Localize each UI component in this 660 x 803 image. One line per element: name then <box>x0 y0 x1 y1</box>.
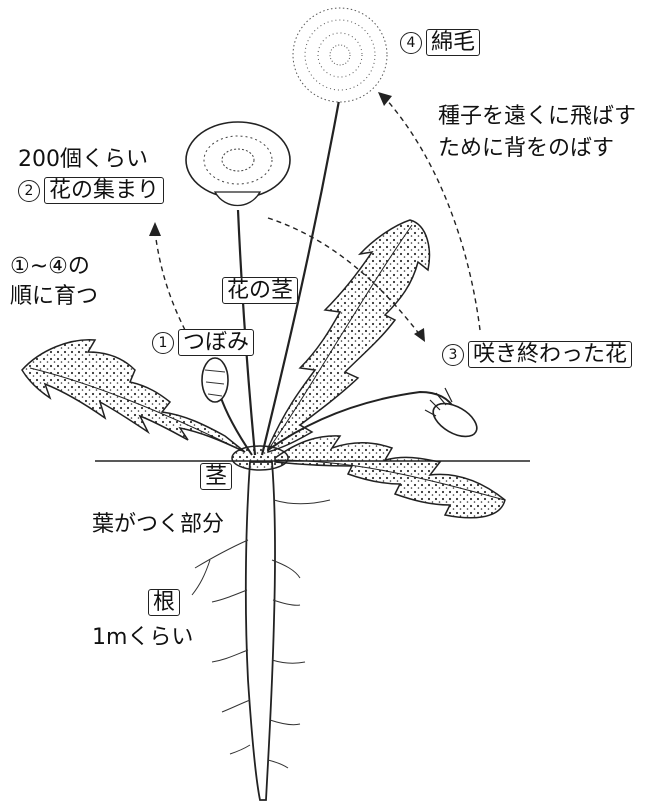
taproot <box>244 461 276 801</box>
root-label: 根 <box>148 589 181 616</box>
leaf-upper-right <box>267 219 431 454</box>
finished-flower-text: 咲き終わった花 <box>468 341 633 368</box>
leaf-left <box>21 339 246 453</box>
pappus-text: 綿毛 <box>426 29 481 56</box>
leaf-attach-note: 葉がつく部分 <box>92 512 225 537</box>
growth-order-line2: 順に育つ <box>10 284 99 309</box>
flower-head <box>185 121 291 206</box>
finished-flower-number: 3 <box>442 344 464 366</box>
flower-stalk-label: 花の茎 <box>222 277 299 304</box>
growth-order-line1: ①~④の <box>10 254 90 279</box>
root-hairs <box>191 499 331 769</box>
leaf-lower-right <box>274 435 506 519</box>
count-note: 200個くらい <box>18 147 148 172</box>
finished-flower-stalk <box>267 390 456 451</box>
flower-stalk-text: 花の茎 <box>222 277 299 304</box>
growth-arrows <box>154 97 481 336</box>
seed-note-line2: ために背をのばす <box>438 136 615 161</box>
flower-head-text: 花の集まり <box>44 177 165 204</box>
bud-text: つぼみ <box>178 329 255 356</box>
flower-head-number: 2 <box>18 180 40 202</box>
root-length-note: 1mくらい <box>92 625 194 650</box>
seed-note-line1: 種子を遠くに飛ばす <box>438 104 637 129</box>
root-text: 根 <box>148 589 181 616</box>
stem-label: 茎 <box>200 463 233 490</box>
bud-number: 1 <box>152 332 174 354</box>
finished-flower <box>424 387 478 438</box>
pappus-stalk <box>260 94 342 456</box>
pappus-ball <box>292 7 388 103</box>
stem-text: 茎 <box>200 463 233 490</box>
flower-bud <box>201 357 229 403</box>
pappus-number: 4 <box>400 32 422 54</box>
